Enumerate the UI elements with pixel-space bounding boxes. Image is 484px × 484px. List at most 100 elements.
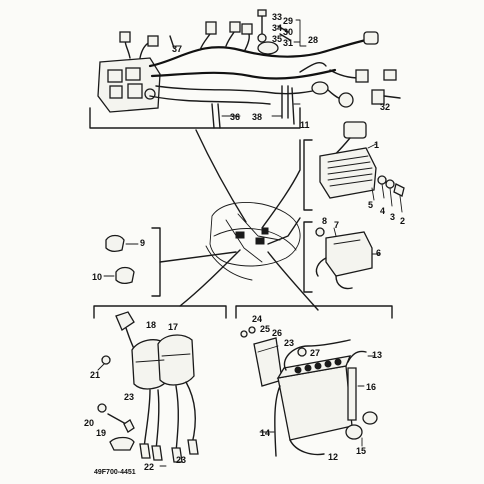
small-connector: [363, 31, 379, 45]
leader-line: [371, 187, 375, 201]
leader-line: [399, 195, 403, 213]
nut: [315, 227, 325, 237]
plug-cap: [139, 443, 151, 459]
relay-stud: [333, 227, 337, 237]
heat-fin: [329, 179, 373, 187]
callout-30: 29: [283, 16, 293, 26]
callout-15: 15: [356, 446, 366, 456]
callout-16: 16: [366, 382, 376, 392]
battery-cell: [334, 358, 342, 366]
callout-4: 4: [380, 206, 385, 216]
connector-cell: [127, 83, 143, 99]
callout-9: 9: [140, 238, 145, 248]
plug-cap: [151, 445, 163, 461]
callout-34: 33: [272, 12, 282, 22]
harness-branch: [155, 85, 327, 95]
breather-hose-14: [274, 385, 281, 457]
bolt: [393, 183, 405, 197]
mount-point: [261, 227, 269, 235]
mount-point: [235, 231, 245, 239]
damper-15: [362, 411, 378, 425]
callout-5: 5: [368, 200, 373, 210]
washer: [97, 403, 107, 413]
coil-band: [135, 359, 165, 363]
relay-section: [303, 221, 381, 293]
callout-23-upper: 23: [124, 392, 134, 402]
fuse-holder: [257, 41, 279, 55]
frame-silhouette: [205, 202, 301, 281]
callout-28: 27: [310, 348, 320, 358]
callout-labels: 33 34 35 29 30 31 28 37 32 36 38 11 1 5 …: [84, 12, 405, 476]
harness-branch: [299, 62, 327, 73]
harness-trunk: [148, 36, 377, 68]
leader-line-battery: [267, 251, 319, 311]
callout-10: 10: [92, 272, 102, 282]
regulator-connector: [343, 121, 367, 139]
small-connector: [147, 35, 159, 47]
washer: [377, 175, 387, 185]
callout-18: 18: [146, 320, 156, 330]
plug-lead: [155, 389, 160, 451]
leader-line: [381, 183, 385, 199]
clip-10: [115, 266, 135, 284]
leader-line-regulator: [261, 139, 301, 229]
connector-cell: [125, 67, 141, 81]
fuse-clip: [279, 33, 291, 41]
battery-cell: [294, 366, 302, 374]
callout-37: 36: [230, 112, 240, 122]
coil-connector: [115, 311, 135, 331]
regulator-section: [303, 121, 405, 213]
callout-27: 26: [272, 328, 282, 338]
callout-19: 19: [96, 428, 106, 438]
heat-fin: [327, 167, 373, 175]
fuse-clip: [277, 25, 289, 33]
nut: [101, 355, 111, 365]
washer: [257, 33, 267, 43]
battery-cable: [347, 350, 367, 363]
callout-33: 32: [380, 102, 390, 112]
callout-23-lower: 23: [176, 455, 186, 465]
callout-14: 14: [260, 428, 270, 438]
callout-25: 24: [252, 314, 262, 324]
leader-line: [389, 187, 393, 207]
callout-8: 8: [322, 216, 327, 226]
callout-1: 1: [374, 140, 379, 150]
callout-24: 23: [284, 338, 294, 348]
damper-15: [345, 424, 363, 440]
clips-section: [103, 227, 161, 297]
leader-line: [367, 143, 377, 149]
small-connector: [355, 69, 369, 83]
washer: [248, 326, 256, 334]
callout-6: 6: [376, 248, 381, 258]
relay-detail: [333, 239, 361, 245]
plug-lead: [175, 385, 180, 453]
battery-cell: [314, 362, 322, 370]
battery-12: [277, 365, 353, 441]
small-connector: [241, 23, 253, 35]
callout-32: 31: [283, 38, 293, 48]
mount-point: [255, 237, 265, 245]
section-bracket: [303, 221, 313, 293]
small-connector: [229, 21, 241, 33]
callout-39: 38: [252, 112, 262, 122]
heat-fin: [327, 161, 371, 169]
washer: [385, 179, 395, 189]
bracket-29: [295, 19, 307, 47]
harness-branch: [149, 95, 271, 105]
section-bracket: [303, 139, 313, 211]
battery-cable: [283, 339, 351, 371]
frame-line: [225, 219, 263, 263]
leader-line-relay: [267, 217, 301, 245]
callout-17: 17: [168, 322, 178, 332]
screw-head: [257, 9, 267, 17]
bolt: [107, 413, 127, 425]
callout-3: 3: [390, 212, 395, 222]
small-connector: [119, 31, 131, 43]
section-bracket: [235, 305, 393, 319]
callout-26: 25: [260, 324, 270, 334]
bracket: [109, 436, 135, 451]
callout-13: 13: [372, 350, 382, 360]
leader-line: [97, 363, 105, 371]
section-bracket: [151, 227, 161, 297]
frame-outline: [209, 202, 301, 267]
